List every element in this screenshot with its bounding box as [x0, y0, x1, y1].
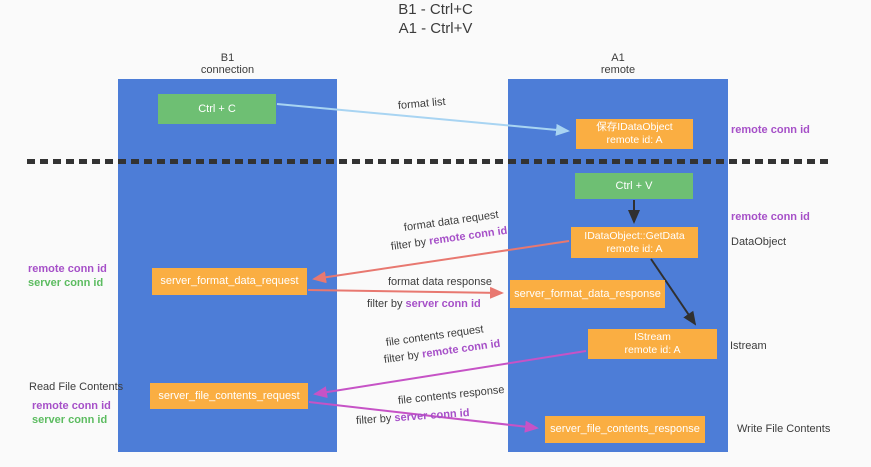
side-label-remote-conn-id-top: remote conn id — [731, 124, 810, 136]
edge-label-file-contents-response: file contents response — [397, 383, 506, 407]
title-line-1: B1 - Ctrl+C — [398, 1, 473, 18]
node-ctrl-v: Ctrl + V — [575, 173, 693, 199]
side-label-remote-conn-id-mid: remote conn id — [731, 211, 810, 223]
filter-by-text: filter by — [383, 349, 420, 366]
side-label-istream: Istream — [730, 340, 767, 352]
side-label-read-file-contents: Read File Contents — [29, 381, 124, 393]
node-ctrl-c: Ctrl + C — [158, 94, 276, 124]
edge-label-format-list: format list — [397, 95, 447, 112]
node-server-file-contents-response: server_file_contents_response — [545, 416, 705, 443]
node-save-idataobject-line2: remote id: A — [606, 134, 663, 146]
edge-label-filter-file-response: filter by server conn id — [356, 407, 470, 427]
lane-header-a1: A1 remote — [508, 52, 728, 76]
side-label-remote-conn-id-left1: remote conn id — [28, 263, 107, 275]
lane-b1-role: connection — [200, 64, 255, 76]
node-server-file-contents-request: server_file_contents_request — [150, 383, 308, 409]
dashed-divider-line — [27, 159, 830, 164]
diagram-title: B1 - Ctrl+C A1 - Ctrl+V — [0, 0, 871, 38]
node-istream-line2: remote id: A — [624, 344, 681, 356]
node-idataobject-getdata-line2: remote id: A — [606, 242, 663, 255]
side-label-server-conn-id-left2: server conn id — [32, 414, 108, 426]
node-save-idataobject-line1: 保存IDataObject — [596, 121, 673, 133]
node-server-format-data-response: server_format_data_response — [510, 280, 665, 308]
side-label-server-conn-id-left1: server conn id — [28, 277, 104, 289]
node-ctrl-c-label: Ctrl + C — [198, 102, 236, 115]
node-server-file-contents-request-label: server_file_contents_request — [158, 389, 300, 402]
server-conn-id-text: server conn id — [405, 298, 481, 310]
side-label-remote-conn-id-left2: remote conn id — [32, 400, 111, 412]
title-line-2: A1 - Ctrl+V — [398, 20, 473, 37]
node-server-format-data-request-label: server_format_data_request — [160, 275, 299, 287]
lane-b1-name: B1 — [220, 52, 235, 64]
node-idataobject-getdata: IDataObject::GetData remote id: A — [571, 227, 698, 258]
edge-label-filter-format-response: filter by server conn id — [367, 298, 481, 310]
node-ctrl-v-label: Ctrl + V — [615, 179, 653, 192]
edge-label-format-data-response: format data response — [388, 276, 492, 288]
node-save-idataobject: 保存IDataObject remote id: A — [576, 119, 693, 149]
node-server-format-data-request: server_format_data_request — [152, 268, 307, 295]
filter-by-text: filter by — [390, 236, 427, 253]
node-server-file-contents-response-label: server_file_contents_response — [550, 423, 700, 435]
server-conn-id-text: server conn id — [394, 407, 470, 425]
arrow-format-data-response — [307, 286, 504, 299]
side-label-write-file-contents: Write File Contents — [737, 423, 831, 435]
node-istream-line1: IStream — [634, 331, 671, 343]
filter-by-text: filter by — [367, 298, 403, 310]
filter-by-text: filter by — [355, 412, 392, 427]
lane-a1-role: remote — [600, 64, 636, 76]
side-label-dataobject: DataObject — [731, 236, 787, 248]
lane-header-b1: B1 connection — [118, 52, 337, 76]
node-server-format-data-response-label: server_format_data_response — [514, 287, 661, 300]
lane-a1-name: A1 — [611, 52, 625, 64]
node-idataobject-getdata-line1: IDataObject::GetData — [584, 229, 685, 242]
node-istream: IStream remote id: A — [588, 329, 717, 359]
